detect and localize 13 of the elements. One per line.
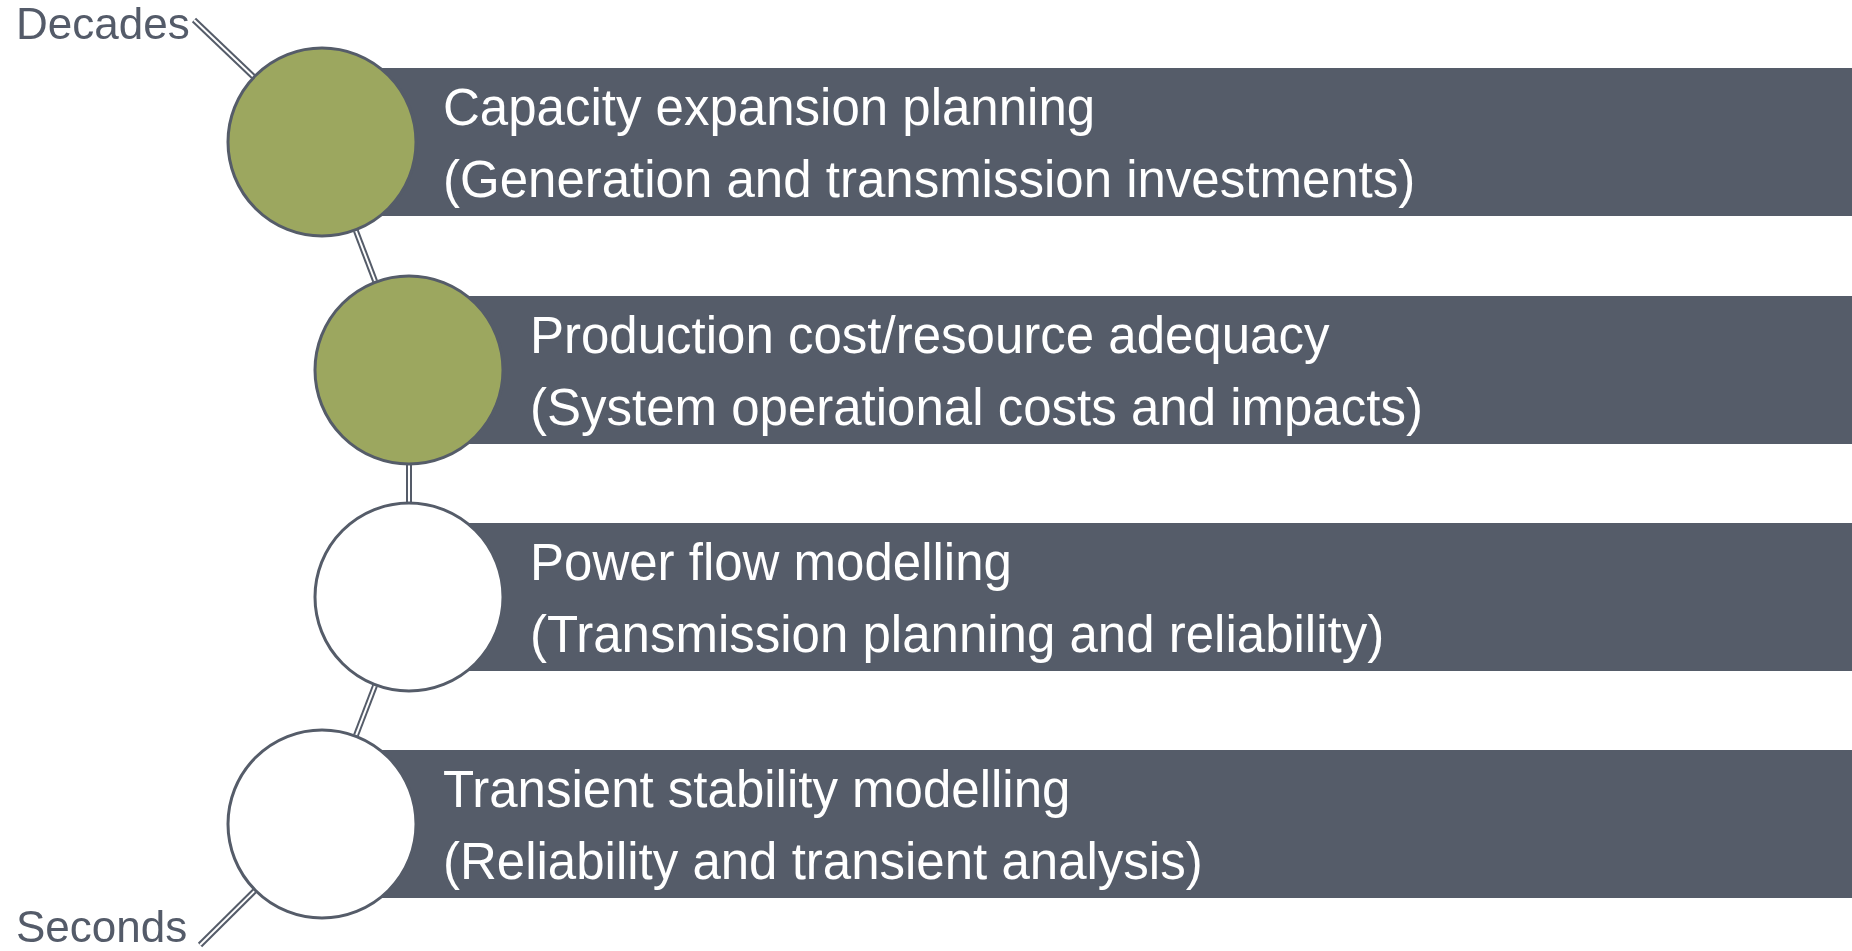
- category-band: [380, 68, 1852, 216]
- timescale-label: Decades: [16, 2, 206, 48]
- connector-line: [197, 888, 257, 948]
- connector-line: [353, 684, 378, 737]
- connector-line: [353, 229, 378, 283]
- connector-line: [191, 17, 256, 79]
- timeline-circle: [226, 728, 418, 920]
- timeline-circle: [226, 46, 418, 238]
- connector-line: [406, 465, 412, 502]
- timeline-circle: [313, 274, 505, 466]
- timeline-circle: [313, 501, 505, 693]
- timescale-label: Seconds: [16, 905, 206, 949]
- category-band: [380, 750, 1852, 898]
